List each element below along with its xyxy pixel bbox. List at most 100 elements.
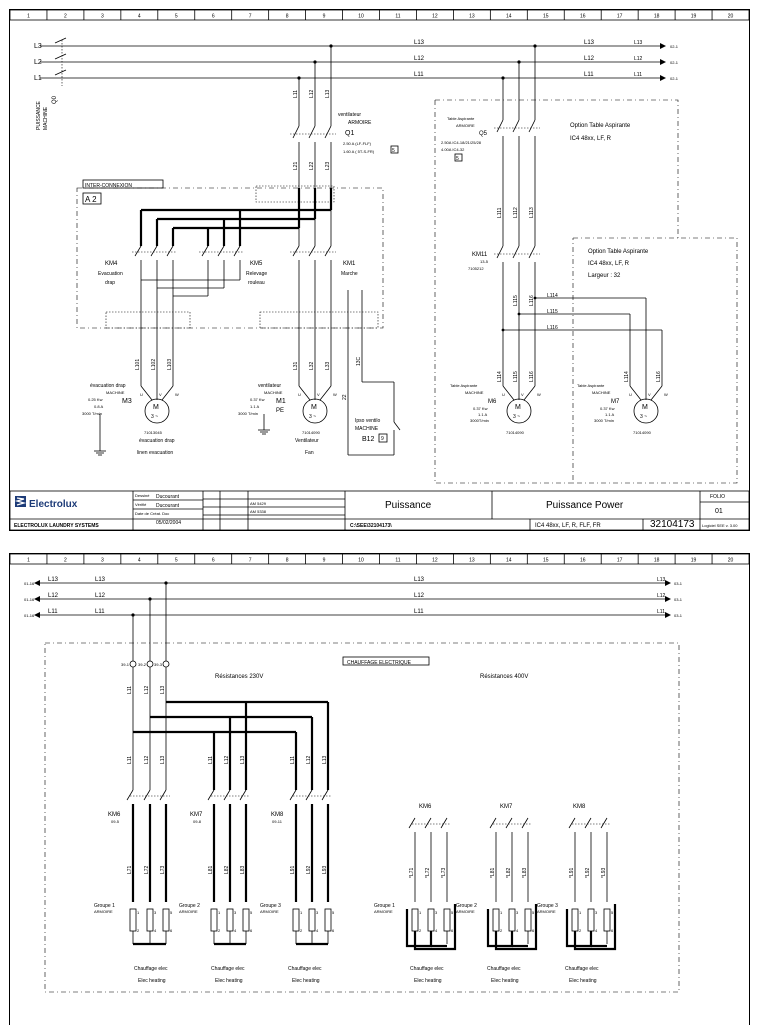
terminal-strip-x2 bbox=[105, 311, 191, 329]
contact bbox=[408, 817, 416, 829]
km11-contacts bbox=[494, 245, 540, 386]
group-caption: Chauffage elec bbox=[410, 966, 444, 972]
wire-label: L115 bbox=[513, 371, 519, 382]
terminal-number: 5 bbox=[250, 910, 253, 915]
option1-model: IC4 48xx, LF, R bbox=[570, 136, 612, 142]
group-location: ARMOIRE bbox=[179, 909, 198, 914]
group-location: ARMOIRE bbox=[456, 909, 475, 914]
grid-number: 18 bbox=[654, 14, 660, 20]
group-caption: Elec heating bbox=[292, 978, 320, 984]
sheet-ref: 03-1 bbox=[674, 581, 683, 586]
m7-name: M7 bbox=[611, 399, 620, 405]
km6-name: KM6 bbox=[108, 812, 121, 818]
connector-x1 bbox=[255, 185, 335, 203]
line-label: L12 bbox=[634, 56, 643, 62]
terminal-number: 2 bbox=[218, 928, 221, 933]
bus-label: L115 bbox=[547, 309, 558, 315]
resistor bbox=[443, 908, 451, 932]
km11-ref: 13-5 bbox=[480, 259, 489, 264]
terminal-number: 6 bbox=[332, 928, 335, 933]
wire-label: L113 bbox=[529, 207, 535, 218]
resistor bbox=[162, 908, 170, 932]
line-label: L13 bbox=[584, 40, 595, 46]
motor-m3 bbox=[140, 385, 174, 424]
group-caption: Elec heating bbox=[138, 978, 166, 984]
brand-name: Electrolux bbox=[29, 499, 78, 510]
grid-number: 1 bbox=[27, 14, 30, 20]
wire-label: L115 bbox=[513, 295, 519, 306]
terminal-w: W bbox=[664, 392, 668, 397]
line-label: L13 bbox=[95, 577, 106, 583]
b12-badge: 9 bbox=[381, 436, 384, 442]
m7-spec: 1.1 A bbox=[605, 412, 614, 417]
delta-link bbox=[486, 909, 514, 948]
grid-number: 10 bbox=[358, 558, 364, 564]
grid-number: 15 bbox=[543, 14, 549, 20]
m1-spec: 3000 T/min bbox=[238, 411, 258, 416]
grid-number: 13 bbox=[469, 558, 475, 564]
km6-ref: 09-5 bbox=[111, 819, 120, 824]
terminal-number: 2 bbox=[500, 928, 503, 933]
motor-letter: M bbox=[515, 404, 521, 411]
q1-desc: ventilateur bbox=[338, 112, 361, 118]
grid-number: 5 bbox=[175, 14, 178, 20]
terminal-number: 3 bbox=[154, 910, 157, 915]
m6-desc: MACHINE bbox=[465, 390, 484, 395]
terminal-number: 3 bbox=[435, 910, 438, 915]
sheet-ref: 03-1 bbox=[674, 613, 683, 618]
km7-name: KM7 bbox=[190, 812, 203, 818]
line-label: L11 bbox=[414, 609, 424, 615]
motor-phase: 3 ~ bbox=[309, 414, 316, 420]
terminal-number: 5 bbox=[332, 910, 335, 915]
heating-frame bbox=[44, 642, 680, 993]
line-label: L11 bbox=[95, 609, 105, 615]
terminal-number: 4 bbox=[435, 928, 438, 933]
date-label: Date de Créat. Doc bbox=[135, 511, 169, 516]
resistor bbox=[492, 908, 500, 932]
wire-label: L116 bbox=[529, 371, 535, 382]
resistor bbox=[210, 908, 218, 932]
km7-name: KM7 bbox=[500, 804, 513, 810]
grid-number: 9 bbox=[323, 14, 326, 20]
q5-desc: Table Aspirante bbox=[447, 116, 475, 121]
motor-phase: 3 ~ bbox=[151, 414, 158, 420]
wire-label: 13C bbox=[356, 356, 362, 366]
m3-name: M3 bbox=[122, 398, 132, 405]
m6-spec: 3000T/min bbox=[470, 418, 489, 423]
b12-desc: Ipso ventilo bbox=[355, 418, 381, 424]
file-path: C:\SEE\32104173\ bbox=[350, 523, 392, 529]
q1-rating: 1.60 A ( 5T-S-FR) bbox=[343, 149, 375, 154]
wire-label: L13 bbox=[325, 89, 331, 98]
terminal-number: 3 bbox=[316, 910, 319, 915]
line-label: L12 bbox=[95, 593, 106, 599]
motor-letter: M bbox=[642, 404, 648, 411]
terminal-v: V bbox=[317, 392, 320, 397]
group-caption: Chauffage elec bbox=[211, 966, 245, 972]
wire-label: *L91 bbox=[569, 867, 575, 878]
terminal-number: 5 bbox=[532, 910, 535, 915]
ground-symbol bbox=[94, 414, 106, 456]
wire-label: L111 bbox=[497, 207, 503, 218]
terminal-w: W bbox=[333, 392, 337, 397]
wire-label: L101 bbox=[135, 359, 141, 370]
chauffage-title: CHAUFFAGE ELECTRIQUE bbox=[347, 660, 412, 666]
b12-badge-box bbox=[378, 433, 388, 443]
grid-number: 9 bbox=[323, 558, 326, 564]
grid-number: 11 bbox=[395, 558, 400, 564]
m3-spec: 3000 T/min bbox=[82, 411, 102, 416]
m1-pe: PE bbox=[276, 408, 284, 414]
wire-label: L73 bbox=[160, 865, 166, 874]
resistor bbox=[226, 908, 234, 932]
sheet-ref: 01-16 bbox=[24, 613, 35, 618]
motor-m7 bbox=[629, 385, 663, 424]
b12-name: B12 bbox=[362, 436, 375, 443]
terminal-number: 4 bbox=[234, 928, 237, 933]
grid-number: 4 bbox=[138, 558, 141, 564]
sheet-title: Puissance bbox=[385, 500, 432, 511]
grid-number: 8 bbox=[286, 14, 289, 20]
terminal-number: 5 bbox=[451, 910, 454, 915]
terminal-label: 39-3 bbox=[154, 662, 163, 667]
resistor bbox=[308, 908, 316, 932]
